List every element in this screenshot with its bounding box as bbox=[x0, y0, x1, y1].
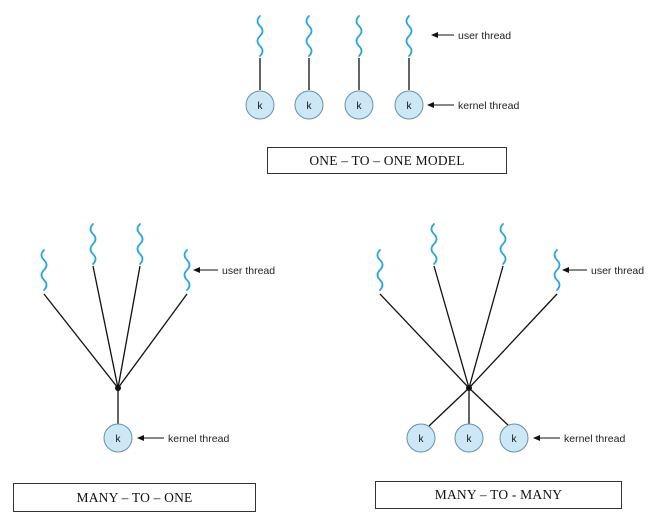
many-to-one-title: MANY – TO – ONE bbox=[76, 489, 193, 505]
user-thread-label: user thread bbox=[458, 30, 511, 42]
kernel-thread-icon bbox=[499, 423, 529, 453]
kernel-thread-icon bbox=[454, 423, 484, 453]
kernel-thread-label: kernel thread bbox=[564, 433, 625, 445]
user-thread-icon bbox=[256, 15, 264, 57]
many-to-one-diagram: k user thread kernel thread bbox=[40, 223, 275, 453]
many-to-many-title: MANY – TO - MANY bbox=[434, 487, 563, 502]
kernel-label: k bbox=[307, 101, 313, 112]
user-thread-icon bbox=[183, 249, 191, 291]
one-to-one-title-box: ONE – TO – ONE MODEL bbox=[267, 147, 507, 174]
one-to-one-title: ONE – TO – ONE MODEL bbox=[309, 152, 465, 168]
kernel-thread-icon bbox=[394, 90, 424, 120]
connection-line bbox=[117, 293, 188, 389]
many-to-one-kernel-thread-callout: kernel thread bbox=[137, 433, 229, 445]
one-to-one-pair-1: k bbox=[245, 15, 275, 120]
one-to-one-user-thread-callout: user thread bbox=[431, 30, 511, 42]
kernel-label: k bbox=[116, 434, 122, 445]
connection-line bbox=[117, 265, 141, 389]
many-to-one-user-thread-callout: user thread bbox=[193, 265, 275, 277]
one-to-one-kernel-thread-callout: kernel thread bbox=[427, 100, 519, 112]
user-thread-icon bbox=[430, 223, 438, 265]
kernel-label: k bbox=[258, 101, 264, 112]
kernel-label: k bbox=[467, 434, 473, 445]
connection-line bbox=[468, 387, 510, 427]
many-to-many-user-thread-callout: user thread bbox=[562, 265, 644, 277]
kernel-label: k bbox=[357, 101, 363, 112]
one-to-one-pair-3: k bbox=[344, 15, 374, 120]
connection-line bbox=[468, 293, 558, 389]
user-thread-icon bbox=[405, 15, 413, 57]
kernel-thread-icon bbox=[406, 423, 436, 453]
many-to-many-kernel-thread-callout: kernel thread bbox=[533, 433, 625, 445]
user-thread-icon bbox=[553, 249, 561, 291]
one-to-one-diagram: k k k k user thread kernel thread bbox=[245, 15, 519, 120]
kernel-thread-icon bbox=[103, 423, 133, 453]
kernel-thread-label: kernel thread bbox=[168, 433, 229, 445]
one-to-one-pair-4: k bbox=[394, 15, 424, 120]
kernel-thread-icon bbox=[245, 90, 275, 120]
user-thread-icon bbox=[40, 249, 48, 291]
kernel-label: k bbox=[407, 101, 413, 112]
user-thread-icon bbox=[499, 223, 507, 265]
user-thread-icon bbox=[136, 223, 144, 265]
connection-line bbox=[379, 293, 470, 389]
connection-line bbox=[433, 265, 470, 389]
kernel-thread-icon bbox=[344, 90, 374, 120]
connection-line bbox=[468, 265, 504, 389]
user-thread-icon bbox=[355, 15, 363, 57]
connection-line bbox=[92, 265, 119, 389]
kernel-thread-icon bbox=[294, 90, 324, 120]
kernel-label: k bbox=[419, 434, 425, 445]
user-thread-icon bbox=[376, 249, 384, 291]
connection-line bbox=[428, 387, 470, 427]
many-to-one-title-box: MANY – TO – ONE bbox=[13, 483, 256, 512]
many-to-many-diagram: k k k user thread kernel thread bbox=[376, 223, 644, 453]
many-to-many-title-box: MANY – TO - MANY bbox=[375, 481, 622, 509]
user-thread-icon bbox=[89, 223, 97, 265]
user-thread-label: user thread bbox=[591, 265, 644, 277]
user-thread-icon bbox=[305, 15, 313, 57]
user-thread-label: user thread bbox=[222, 265, 275, 277]
connection-line bbox=[43, 293, 119, 389]
one-to-one-pair-2: k bbox=[294, 15, 324, 120]
kernel-thread-label: kernel thread bbox=[458, 100, 519, 112]
kernel-label: k bbox=[512, 434, 518, 445]
